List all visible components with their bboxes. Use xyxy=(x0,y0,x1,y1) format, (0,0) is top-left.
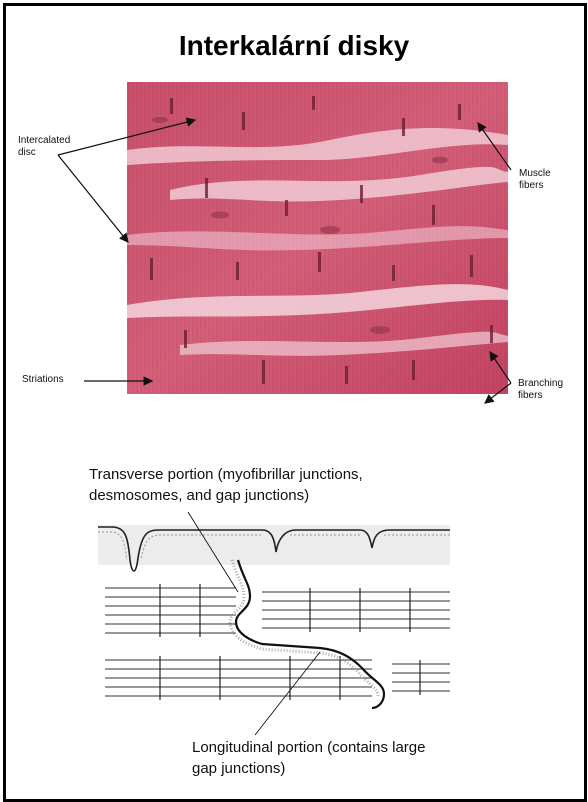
caption-longitudinal-portion: Longitudinal portion (contains large gap… xyxy=(192,737,426,779)
caption-transverse-line1: Transverse portion (myofibrillar junctio… xyxy=(89,464,363,485)
schematic-drawing xyxy=(98,512,450,735)
caption-longitudinal-line1: Longitudinal portion (contains large xyxy=(192,737,426,758)
caption-transverse-line2: desmosomes, and gap junctions) xyxy=(89,485,363,506)
caption-longitudinal-line2: gap junctions) xyxy=(192,758,426,779)
longitudinal-leader-line xyxy=(255,652,320,735)
caption-transverse-portion: Transverse portion (myofibrillar junctio… xyxy=(89,464,363,506)
